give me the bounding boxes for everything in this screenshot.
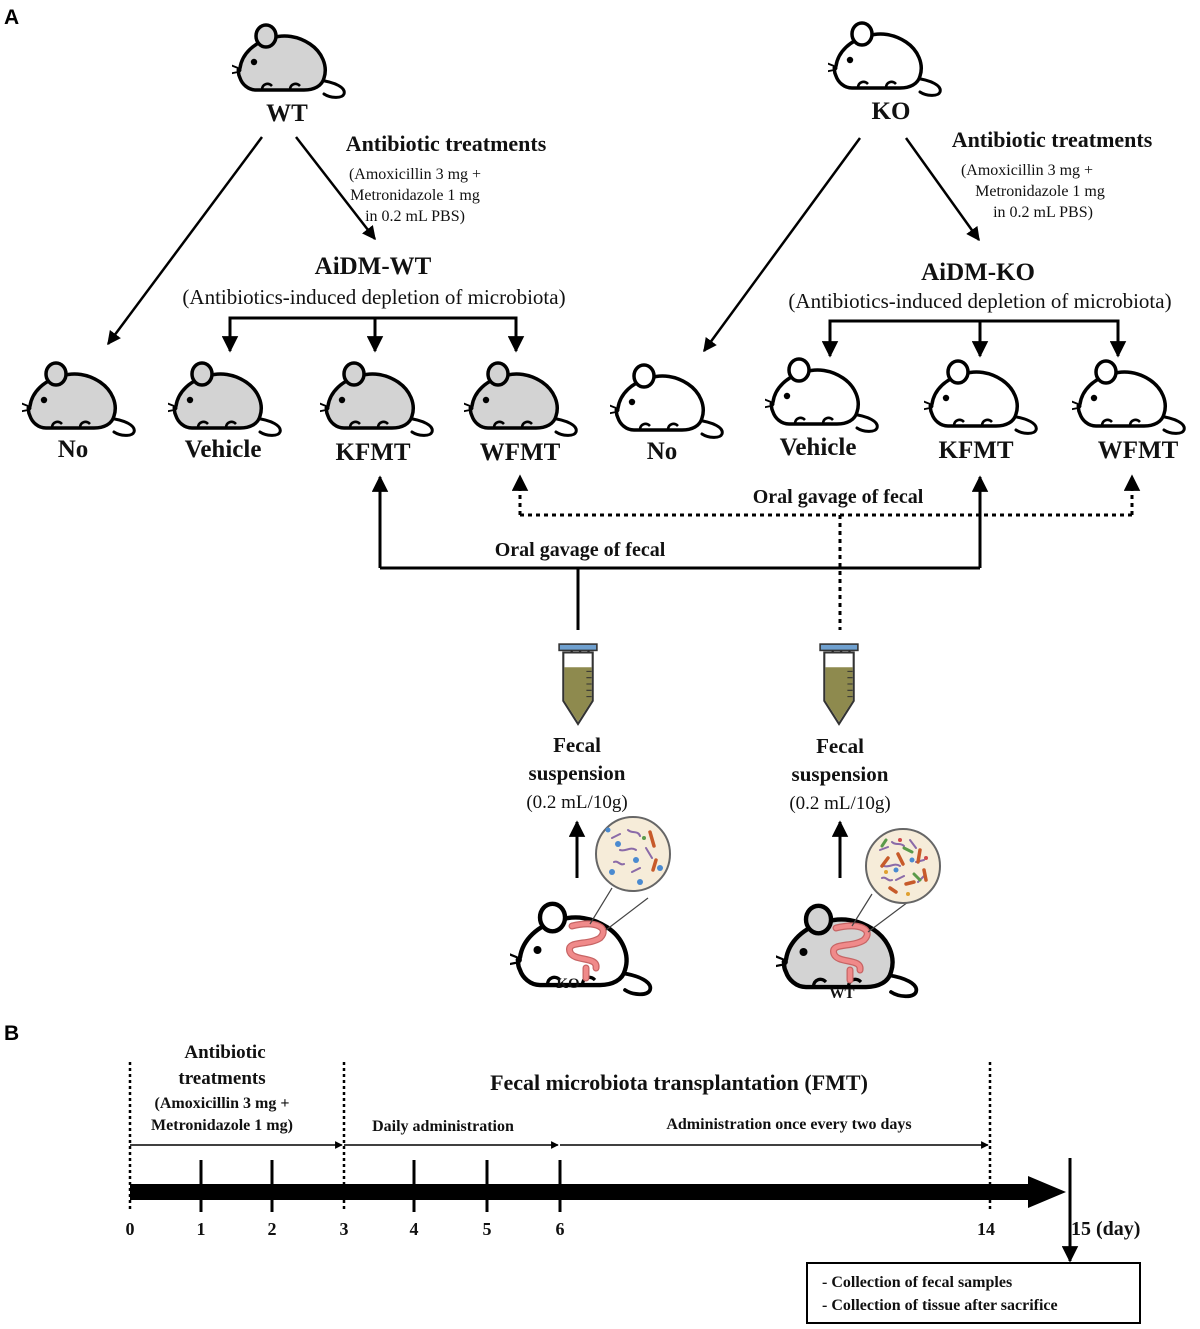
timeline-antibiotic-line: treatments	[178, 1068, 265, 1089]
ko-no-arrow	[702, 137, 862, 353]
wt-wfmt-mouse-icon	[464, 361, 579, 438]
wt-group-subtitle: (Antibiotics-induced depletion of microb…	[182, 285, 565, 309]
ko-group-kfmt-label: KFMT	[939, 437, 1014, 464]
ko-kfmt-mouse-icon	[924, 359, 1039, 436]
wt-suspension-line: (0.2 mL/10g)	[789, 793, 890, 814]
panel-b-label: B	[4, 1022, 19, 1045]
ko-group-no-label: No	[647, 438, 678, 465]
wt-source-label: WT	[266, 100, 308, 127]
timeline-tick-label: 0	[126, 1219, 135, 1239]
end-day-label: 15 (day)	[1071, 1218, 1140, 1240]
ko-source-mouse-icon	[828, 21, 943, 98]
timeline-tick-label: 4	[410, 1219, 419, 1239]
ko-bacteria-icon	[605, 827, 663, 885]
wt-split-bracket	[228, 316, 518, 350]
wt-treatment-title: Antibiotic treatments	[346, 131, 547, 156]
ko-suspension-line: Fecal	[553, 733, 601, 757]
fmt-title: Fecal microbiota transplantation (FMT)	[490, 1070, 868, 1095]
wt-group-vehicle-label: Vehicle	[185, 436, 262, 463]
ko-treatment-line: Metronidazole 1 mg	[975, 183, 1105, 200]
wt-source-mouse-icon	[232, 23, 347, 100]
wt-group-no-label: No	[58, 436, 89, 463]
collection-box	[806, 1262, 1141, 1324]
ko-wfmt-mouse-icon	[1072, 359, 1187, 436]
dotted-gavage-label: Oral gavage of fecal	[753, 486, 924, 508]
wt-intestine-fill	[831, 923, 870, 983]
ko-zoom-line	[589, 887, 613, 925]
timeline-tick-label: 14	[977, 1219, 995, 1239]
ko-fecal-tube-icon	[558, 643, 598, 725]
ko-zoom-line	[605, 897, 649, 931]
ko-group-subtitle: (Antibiotics-induced depletion of microb…	[788, 289, 1171, 313]
timeline-tick-label: 5	[483, 1219, 492, 1239]
ko-treatment-line: in 0.2 mL PBS)	[993, 204, 1093, 221]
timeline-antibiotic-line: Antibiotic	[184, 1042, 265, 1063]
wt-treatment-line: in 0.2 mL PBS)	[365, 208, 465, 225]
wt-group-kfmt-label: KFMT	[336, 439, 411, 466]
wt-donor-mouse-icon	[771, 906, 916, 996]
ko-intestine-fill	[567, 921, 606, 981]
timeline-ticks: 0 1 2 3 4 5 6 14	[126, 1160, 995, 1239]
wt-group-wfmt-label: WFMT	[480, 439, 561, 466]
wt-fecal-tube-icon	[819, 643, 859, 725]
wt-suspension-line: suspension	[792, 762, 889, 786]
wt-no-arrow	[106, 136, 264, 346]
wt-zoom-line	[851, 893, 873, 927]
ko-treatment-line: (Amoxicillin 3 mg +	[961, 162, 1093, 179]
timeline-antibiotic-line: (Amoxicillin 3 mg +	[155, 1095, 290, 1112]
timeline-tick-label: 6	[556, 1219, 565, 1239]
wt-bacteria-icon	[879, 838, 928, 896]
wt-antibiotic-arrow	[295, 136, 376, 241]
wt-microbiota-zoom-icon	[865, 828, 941, 904]
collection-line: - Collection of fecal samples	[822, 1274, 1012, 1291]
timeline-tick-label: 2	[268, 1219, 277, 1239]
wt-vehicle-mouse-icon	[168, 361, 283, 438]
wt-treatment-line: Metronidazole 1 mg	[350, 187, 480, 204]
ko-suspension-line: suspension	[529, 761, 626, 785]
wt-group-title: AiDM-WT	[315, 253, 432, 280]
timeline-axis-arrow	[130, 1176, 1066, 1208]
wt-donor-label: WT	[829, 986, 854, 1002]
ko-source-label: KO	[872, 98, 911, 125]
ko-antibiotic-arrow	[904, 137, 981, 242]
ko-group-wfmt-label: WFMT	[1098, 437, 1179, 464]
ko-split-bracket	[828, 319, 1120, 355]
ko-vehicle-mouse-icon	[765, 357, 880, 434]
ko-treatment-title: Antibiotic treatments	[952, 127, 1153, 152]
wt-zoom-line	[867, 901, 909, 933]
collection-line: - Collection of tissue after sacrifice	[822, 1297, 1058, 1314]
wt-treatment-line: (Amoxicillin 3 mg +	[349, 166, 481, 183]
solid-gavage-label: Oral gavage of fecal	[495, 539, 666, 561]
wt-no-mouse-icon	[22, 361, 137, 438]
timeline-antibiotic-line: Metronidazole 1 mg)	[151, 1117, 293, 1134]
ko-suspension-line: (0.2 mL/10g)	[526, 792, 627, 813]
panel-a-label: A	[4, 6, 19, 29]
daily-administration-label: Daily administration	[372, 1118, 514, 1135]
ko-donor-label: KO	[556, 976, 579, 992]
timeline-tick-label: 1	[197, 1219, 206, 1239]
ko-no-mouse-icon	[610, 363, 725, 440]
ko-group-title: AiDM-KO	[921, 259, 1035, 286]
ko-group-vehicle-label: Vehicle	[780, 434, 857, 461]
wt-suspension-line: Fecal	[816, 734, 864, 758]
wt-kfmt-mouse-icon	[320, 361, 435, 438]
timeline-tick-label: 3	[340, 1219, 349, 1239]
every-two-days-label: Administration once every two days	[666, 1116, 911, 1133]
